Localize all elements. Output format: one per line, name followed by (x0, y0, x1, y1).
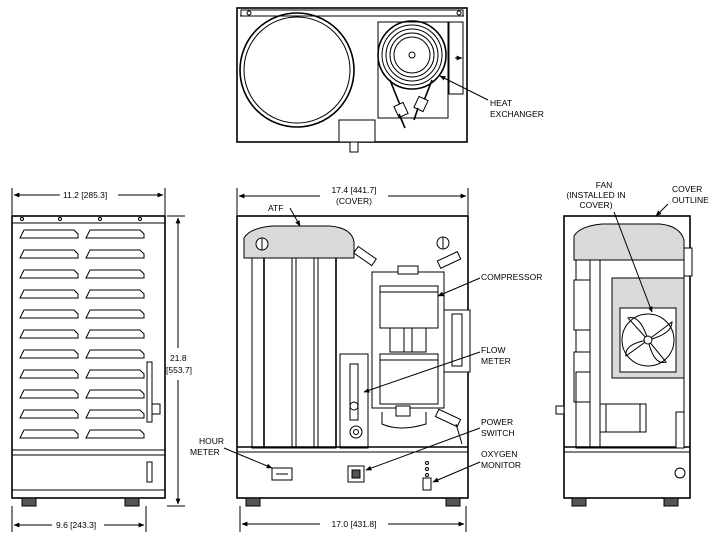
hour-meter (271, 467, 293, 481)
louver (19, 229, 79, 239)
left-side-view: 11.2 [285.3] 21.8 [553.7] 9.6 [243.3] (11, 188, 192, 532)
louver (19, 309, 79, 319)
power-switch-label-1: POWER (481, 417, 513, 427)
oxygen-monitor (422, 461, 432, 491)
atf-label: ATF (268, 203, 283, 213)
cover-outline-label-2: OUTLINE (672, 195, 709, 205)
hour-meter-label-1: HOUR (199, 436, 224, 446)
louver (85, 369, 145, 379)
compressor-label: COMPRESSOR (481, 272, 542, 282)
power-switch (347, 465, 365, 483)
front-view: 17.4 [441.7] (COVER) ATF (190, 185, 542, 532)
side-top-width-dim: 11.2 [285.3] (63, 190, 107, 200)
heat-exchanger-coil (377, 20, 449, 129)
fan-label-2: (INSTALLED IN (566, 190, 625, 200)
louver (85, 329, 145, 339)
compressor (371, 265, 471, 429)
louver (85, 289, 145, 299)
side-louvers (19, 229, 145, 439)
louver (85, 429, 145, 439)
side-height-dim-1: 21.8 (170, 353, 187, 363)
top-view: HEAT EXCHANGER (236, 7, 544, 153)
louver (19, 329, 79, 339)
atf-circle-top (239, 12, 355, 128)
louver (19, 349, 79, 359)
cover-outline-label-1: COVER (672, 184, 702, 194)
front-top-width-dim-1: 17.4 [441.7] (332, 185, 377, 195)
front-bottom-width-dim: 17.0 [431.8] (332, 519, 377, 529)
louver (85, 229, 145, 239)
louver (85, 409, 145, 419)
louver (85, 269, 145, 279)
louver (19, 389, 79, 399)
front-top-width-dim-2: (COVER) (336, 196, 372, 206)
atf-tank (243, 225, 450, 449)
louver (19, 429, 79, 439)
flow-meter (339, 353, 369, 449)
fan-label-1: FAN (596, 180, 613, 190)
louver (85, 249, 145, 259)
flow-meter-label-1: FLOW (481, 345, 506, 355)
louver (85, 389, 145, 399)
louver (85, 349, 145, 359)
oxygen-monitor-label-1: OXYGEN (481, 449, 517, 459)
heat-exchanger-label-2: EXCHANGER (490, 109, 544, 119)
oxygen-monitor-label-2: MONITOR (481, 460, 521, 470)
heat-exchanger-label-1: HEAT (490, 98, 512, 108)
side-height-dim-2: [553.7] (166, 365, 192, 375)
louver (19, 269, 79, 279)
power-switch-label-2: SWITCH (481, 428, 515, 438)
louver (19, 249, 79, 259)
louver (85, 309, 145, 319)
louver (19, 369, 79, 379)
fan (611, 277, 685, 379)
side-bottom-width-dim: 9.6 [243.3] (56, 520, 96, 530)
louver (19, 289, 79, 299)
fan-label-3: COVER) (579, 200, 612, 210)
right-side-view: FAN (INSTALLED IN COVER) COVER OUTLINE (555, 180, 709, 507)
louver (19, 409, 79, 419)
flow-meter-label-2: METER (481, 356, 511, 366)
hour-meter-label-2: METER (190, 447, 220, 457)
